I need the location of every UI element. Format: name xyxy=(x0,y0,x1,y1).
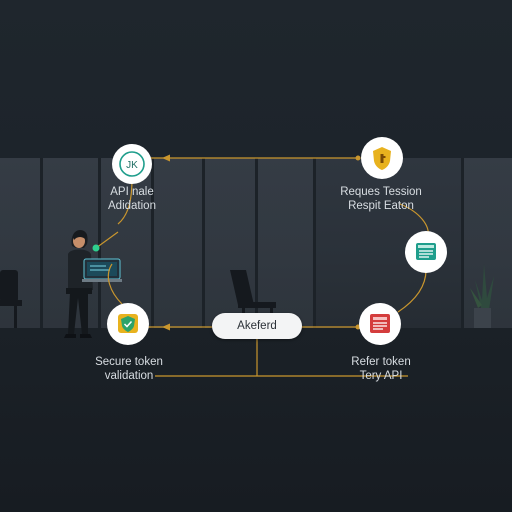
request-label-line1: Reques Tession xyxy=(340,186,422,198)
window-mullion xyxy=(461,158,464,328)
request-node[interactable] xyxy=(361,137,403,179)
document-node[interactable] xyxy=(405,231,447,273)
window-mullion xyxy=(151,158,154,328)
floor xyxy=(0,328,512,512)
api-label-line2: Adidation xyxy=(108,200,156,212)
secure-node[interactable] xyxy=(107,303,149,345)
window-mullion xyxy=(202,158,205,328)
request-label-line2: Respit Eaton xyxy=(348,200,414,212)
refer-label-line2: Tery API xyxy=(359,370,403,382)
window-pane xyxy=(154,158,202,328)
refer-label-line1: Refer token xyxy=(351,356,411,368)
api-label: API nale Adidation xyxy=(78,185,186,213)
connector-markers xyxy=(92,154,361,331)
window-mullion xyxy=(98,158,101,328)
window-pane xyxy=(101,158,151,328)
api-logo-icon: JK xyxy=(126,160,138,171)
center-hub-button[interactable]: Akeferd xyxy=(212,313,302,339)
secure-label-line1: Secure token xyxy=(95,356,163,368)
shield-check-icon xyxy=(118,314,138,333)
refer-label: Refer token Tery API xyxy=(327,355,435,383)
document-icon xyxy=(416,243,436,260)
window-pane xyxy=(258,158,313,328)
api-node[interactable]: JK xyxy=(112,144,152,184)
secure-label-line2: validation xyxy=(104,370,154,382)
refer-node[interactable] xyxy=(359,303,401,345)
plant xyxy=(470,264,494,328)
red-document-icon xyxy=(370,314,390,333)
secure-label: Secure token validation xyxy=(74,355,184,383)
api-label-line1: API nale xyxy=(110,186,154,198)
request-label: Reques Tession Respit Eaton xyxy=(326,185,436,213)
chair-left xyxy=(0,270,22,328)
window-mullion xyxy=(255,158,258,328)
window-mullion xyxy=(313,158,316,328)
laptop-icon xyxy=(82,258,122,282)
window-mullion xyxy=(40,158,43,328)
